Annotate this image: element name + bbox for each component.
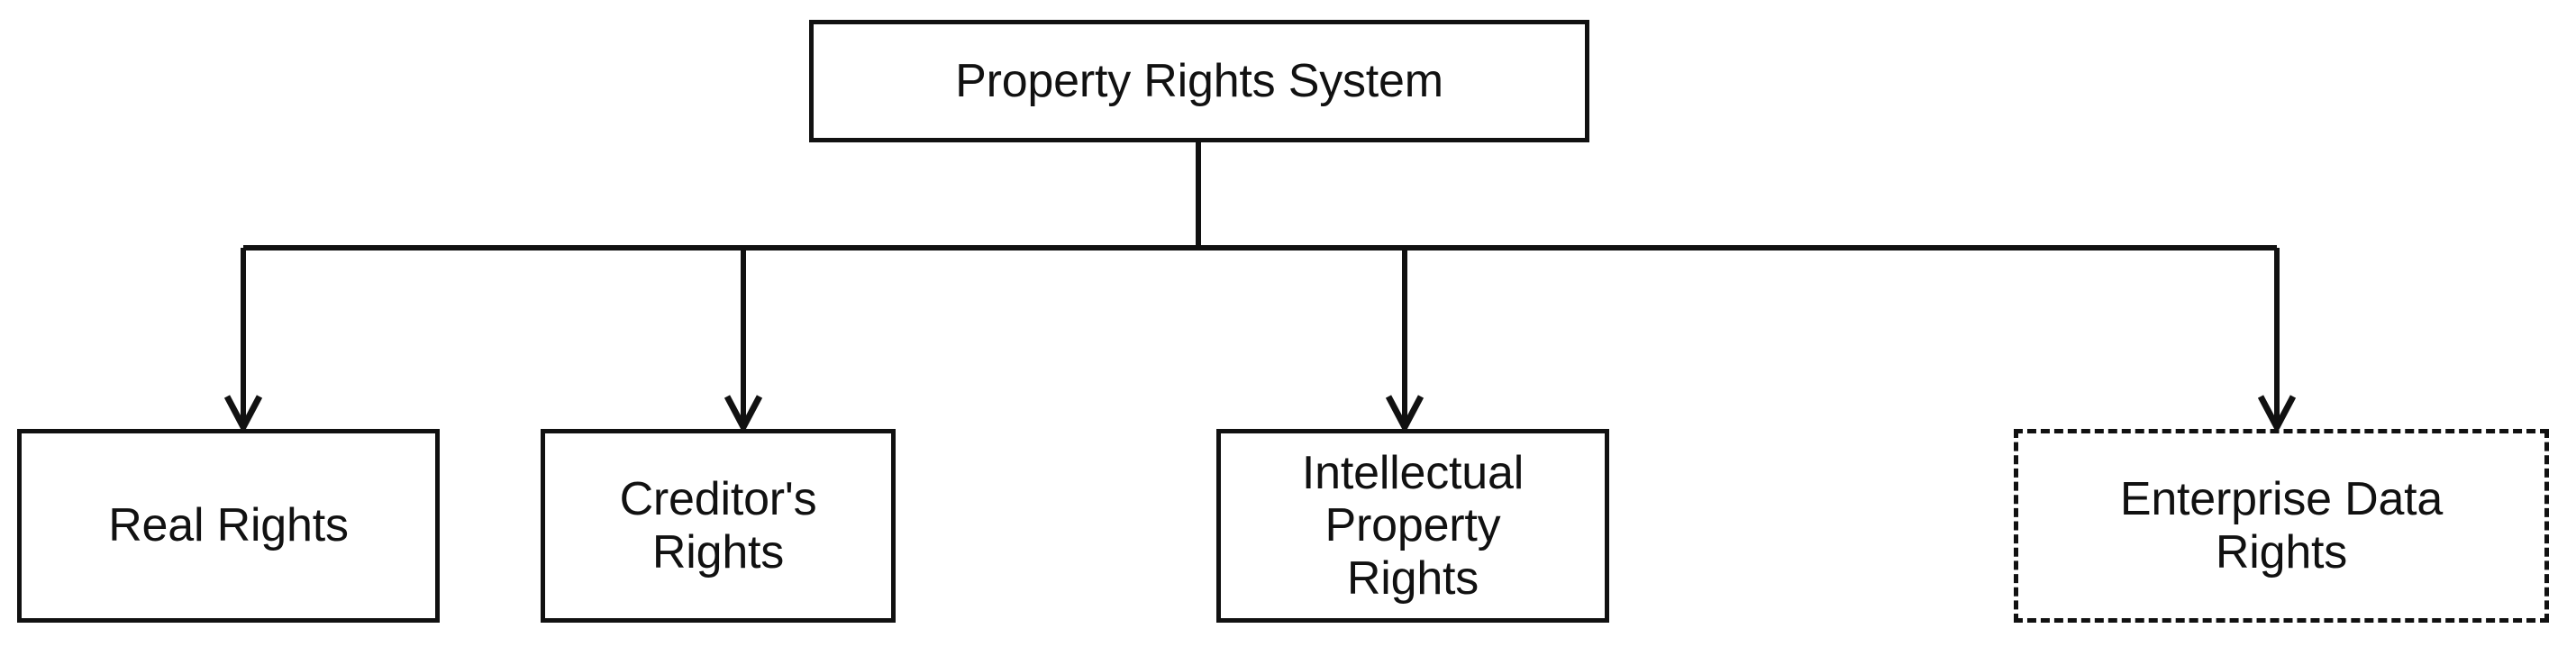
node-label-child-1: Creditor's Rights (619, 473, 817, 579)
node-label-child-2: Intellectual Property Rights (1301, 447, 1525, 605)
node-property-rights-system[interactable]: Property Rights System (809, 20, 1589, 142)
node-enterprise-data-rights[interactable]: Enterprise Data Rights (2014, 429, 2549, 623)
arrowhead-child-2 (1385, 395, 1425, 434)
arrowhead-child-1 (724, 395, 763, 434)
node-label-root: Property Rights System (955, 54, 1443, 107)
node-creditors-rights[interactable]: Creditor's Rights (541, 429, 896, 623)
node-label-child-3: Enterprise Data Rights (2119, 473, 2444, 579)
node-intellectual-property-rights[interactable]: Intellectual Property Rights (1216, 429, 1609, 623)
arrowhead-child-0 (223, 395, 263, 434)
node-label-child-0: Real Rights (108, 499, 349, 552)
arrowhead-child-3 (2257, 395, 2297, 434)
node-real-rights[interactable]: Real Rights (17, 429, 440, 623)
